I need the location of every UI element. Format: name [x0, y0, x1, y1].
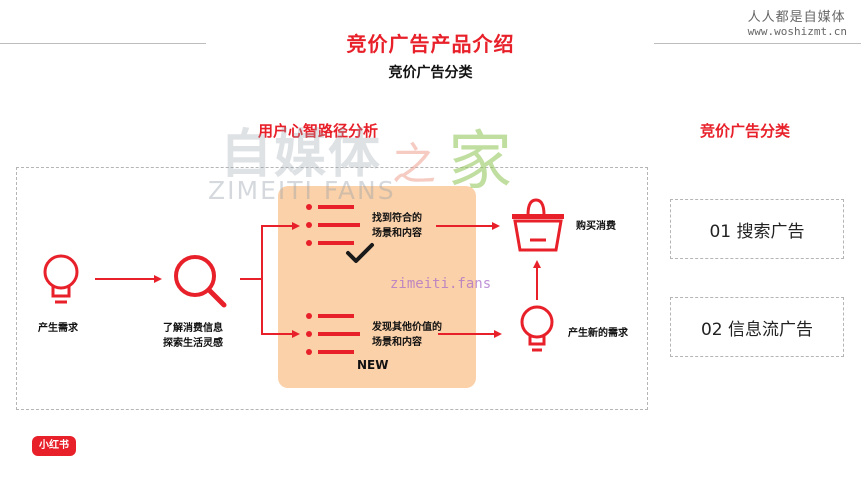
search-icon [174, 255, 227, 308]
node-discover: 发现其他价值的 场景和内容 [372, 320, 442, 350]
node-explore-line2: 探索生活灵感 [163, 338, 223, 349]
node-discover-line2: 场景和内容 [372, 337, 422, 348]
node-discover-line1: 发现其他价值的 [372, 322, 442, 333]
brand-watermark: 人人都是自媒体 www.woshizmt.cn [748, 6, 847, 38]
node-need: 产生需求 [38, 323, 78, 334]
node-find-line1: 找到符合的 [372, 213, 422, 224]
title-rule-right [654, 43, 861, 44]
node-explore-line1: 了解消费信息 [163, 323, 223, 334]
brand-name: 人人都是自媒体 [747, 10, 846, 25]
slide-subtitle: 竞价广告分类 [388, 65, 473, 81]
new-path-panel [278, 186, 476, 388]
brand-url: www.woshizmt.cn [747, 25, 847, 38]
lightbulb-icon [520, 305, 554, 352]
flow-heading: 用户心智路径分析 [258, 122, 379, 140]
watermark-url: zimeiti.fans [390, 276, 492, 292]
watermark-latin: ZIMEITI FANS [208, 176, 396, 205]
category-search-ads: 01 搜索广告 [670, 199, 844, 259]
node-purchase: 购买消费 [576, 221, 616, 232]
slide-title: 竞价广告产品介绍 [346, 32, 515, 56]
watermark-zhi: 之 [392, 139, 436, 190]
xiaohongshu-badge: 小红书 [32, 436, 76, 456]
node-new-need: 产生新的需求 [568, 328, 628, 339]
shopping-basket-icon [512, 198, 564, 252]
node-find-line2: 场景和内容 [372, 228, 422, 239]
watermark-jia: 家 [448, 125, 512, 199]
list-icon [306, 313, 360, 355]
list-icon [306, 204, 360, 246]
lightbulb-icon [43, 254, 79, 304]
categories-heading: 竞价广告分类 [700, 122, 791, 140]
title-rule-left [0, 43, 206, 44]
node-find: 找到符合的 场景和内容 [372, 211, 422, 241]
checkmark-icon [346, 243, 374, 263]
category-feed-ads: 02 信息流广告 [670, 297, 844, 357]
watermark-mark: 自媒体 [220, 125, 383, 185]
new-tag: NEW [357, 358, 389, 372]
flow-frame [16, 167, 648, 410]
node-explore: 了解消费信息 探索生活灵感 [163, 321, 223, 351]
arrow-icon [240, 222, 300, 338]
